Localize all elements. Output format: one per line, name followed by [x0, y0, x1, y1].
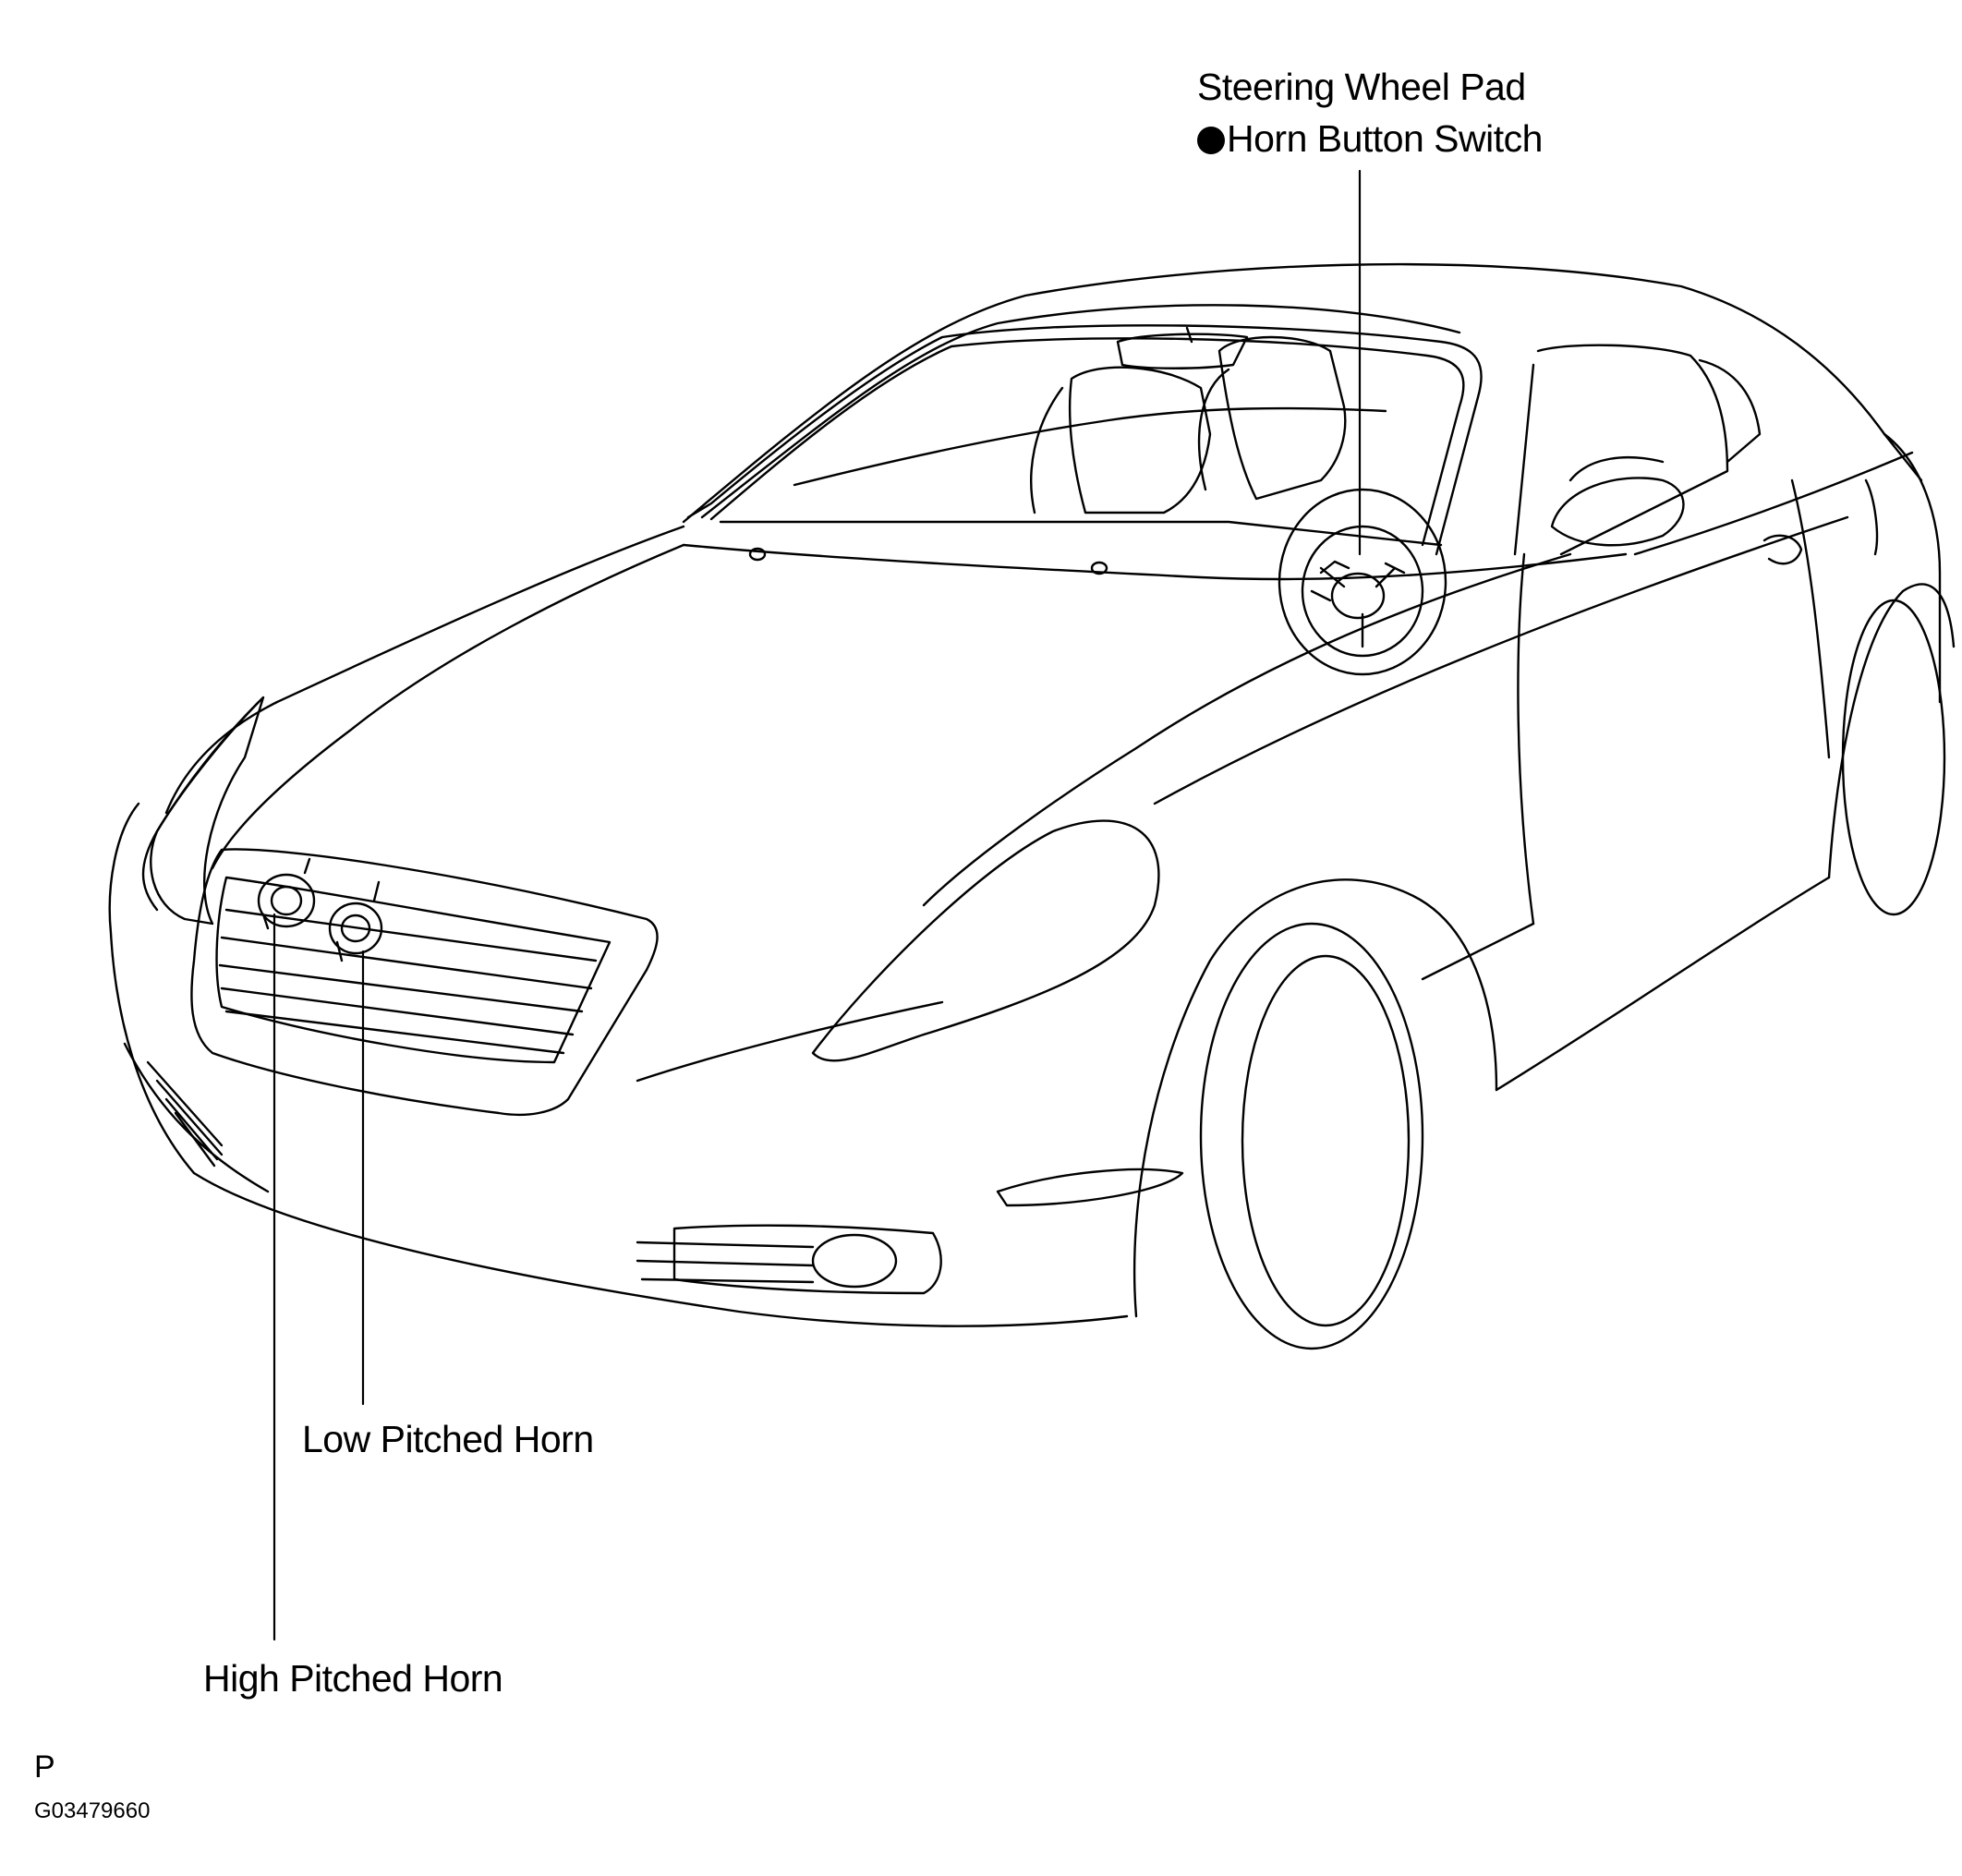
hood-right-edge	[922, 552, 1572, 907]
dash-line	[793, 406, 1387, 487]
steering-wheel-inner	[1301, 525, 1424, 658]
high-pitched-horn-bracket	[261, 857, 311, 930]
roofline	[682, 262, 1923, 524]
roof-inner	[700, 304, 1461, 519]
side-mirror	[1550, 477, 1685, 547]
front-bumper-lower	[192, 1171, 1129, 1327]
steering-wheel-spokes	[1319, 566, 1397, 648]
headlamp-left	[150, 696, 265, 926]
door-seat-view	[1568, 456, 1665, 482]
windshield-inner	[709, 337, 1465, 547]
side-marker	[996, 1168, 1184, 1207]
door-front-edge	[1517, 552, 1535, 926]
horn-button-switch-label-row: Horn Button Switch	[1197, 120, 1543, 158]
code-letter: P	[34, 1749, 55, 1785]
washer-nozzle-right	[1090, 561, 1108, 575]
grille-bar-1	[224, 908, 598, 962]
door-line-lower	[1421, 922, 1535, 981]
passenger-seat-back	[1030, 386, 1064, 514]
fog-vent-right	[636, 1241, 815, 1284]
low-pitched-horn-label: Low Pitched Horn	[302, 1418, 594, 1460]
steering-pad-detail	[1310, 560, 1406, 602]
front-tire-inner	[1241, 954, 1411, 1327]
mirror-stem	[1185, 326, 1193, 344]
horn-button-switch-label: Horn Button Switch	[1227, 117, 1543, 160]
figure-id: G03479660	[34, 1798, 151, 1823]
high-pitched-horn-body	[257, 873, 316, 928]
grille-bar-3	[218, 963, 584, 1013]
rear-body	[1883, 432, 1942, 704]
rear-quarter-window	[1698, 358, 1762, 464]
headlamp-right	[811, 819, 1160, 1062]
windshield-frame	[686, 324, 1483, 556]
bumper-crease	[123, 1042, 270, 1193]
grille-bar-5	[224, 1010, 565, 1055]
front-fender-arch	[1132, 878, 1498, 1318]
grille-outer	[190, 848, 659, 1117]
rear-view-mirror	[1116, 333, 1249, 369]
washer-nozzle-left	[748, 547, 767, 562]
side-window-front	[1513, 363, 1535, 556]
side-window-rear	[1536, 344, 1729, 556]
front-tire	[1199, 922, 1424, 1350]
steering-wheel-rim	[1278, 488, 1447, 676]
rear-tire	[1841, 599, 1946, 916]
fender-line	[1633, 451, 1914, 556]
front-bumper-top	[108, 802, 196, 1175]
door-rear-edge	[1790, 478, 1831, 759]
fog-vent-left	[146, 1060, 224, 1168]
driver-seat	[1217, 335, 1347, 501]
fog-lamp-right	[811, 1233, 898, 1289]
rocker-panel	[1495, 876, 1831, 1092]
high-pitched-horn-label: High Pitched Horn	[203, 1657, 503, 1700]
steering-wheel-pad-label: Steering Wheel Pad	[1197, 66, 1526, 108]
grille-bar-4	[220, 986, 575, 1036]
hood-crease	[211, 543, 685, 870]
rear-fender-arch	[1827, 583, 1956, 879]
high-pitched-horn-face	[270, 885, 303, 916]
side-character-line	[1153, 515, 1849, 805]
low-pitched-horn-body	[328, 902, 383, 955]
bumper-side-line	[636, 1000, 944, 1083]
steering-wheel-hub	[1330, 572, 1386, 620]
cowl-line	[682, 543, 1628, 581]
low-pitched-horn-bracket	[335, 880, 381, 962]
rear-lamp	[1864, 478, 1879, 556]
dash-top	[719, 520, 1443, 547]
low-pitched-horn-face	[340, 914, 371, 943]
passenger-seat	[1068, 366, 1212, 514]
door-handle	[1762, 534, 1803, 565]
fog-lamp-right-housing	[672, 1224, 942, 1295]
grille-bar-2	[220, 936, 593, 990]
hood-center	[164, 525, 685, 815]
bullet-dot-icon	[1197, 127, 1225, 154]
grille-inner	[215, 876, 612, 1064]
